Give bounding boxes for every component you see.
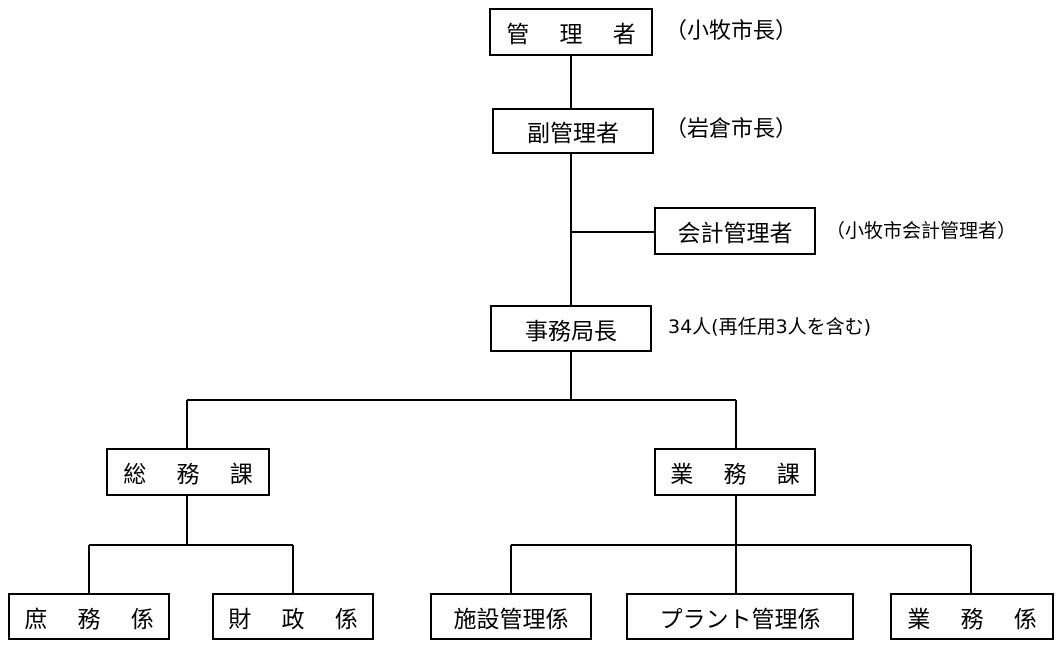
general-affairs-division-box: 総 務 課 — [106, 448, 270, 496]
gyomu-section-label: 業 務 係 — [907, 606, 1037, 633]
vice-administrator-note: （岩倉市長） — [665, 117, 798, 142]
shomu-section-label: 庶 務 係 — [24, 606, 154, 633]
gyomu-section-box: 業 務 係 — [890, 593, 1054, 640]
director-note: 34人(再任用3人を含む) — [668, 316, 872, 338]
administrator-box: 管 理 者 — [489, 8, 653, 56]
plant-section-label: プラント管理係 — [659, 606, 821, 633]
operations-division-label: 業 務 課 — [670, 462, 800, 488]
shisetsu-section-label: 施設管理係 — [453, 606, 569, 633]
accounting-manager-box: 会計管理者 — [654, 207, 816, 255]
vice-administrator-box: 副管理者 — [492, 108, 654, 154]
plant-section-box: プラント管理係 — [626, 593, 854, 640]
vice-administrator-label: 副管理者 — [527, 121, 619, 147]
administrator-note: （小牧市長） — [665, 19, 798, 44]
administrator-label: 管 理 者 — [506, 22, 636, 48]
director-label: 事務局長 — [525, 318, 617, 345]
zaisei-section-label: 財 政 係 — [228, 606, 358, 633]
accounting-manager-label: 会計管理者 — [677, 221, 793, 247]
zaisei-section-box: 財 政 係 — [212, 593, 374, 640]
accounting-manager-note: （小牧市会計管理者） — [826, 220, 1017, 242]
general-affairs-division-label: 総 務 課 — [123, 462, 253, 488]
director-box: 事務局長 — [490, 305, 652, 352]
operations-division-box: 業 務 課 — [654, 448, 816, 496]
shisetsu-section-box: 施設管理係 — [430, 593, 592, 640]
shomu-section-box: 庶 務 係 — [8, 593, 170, 640]
